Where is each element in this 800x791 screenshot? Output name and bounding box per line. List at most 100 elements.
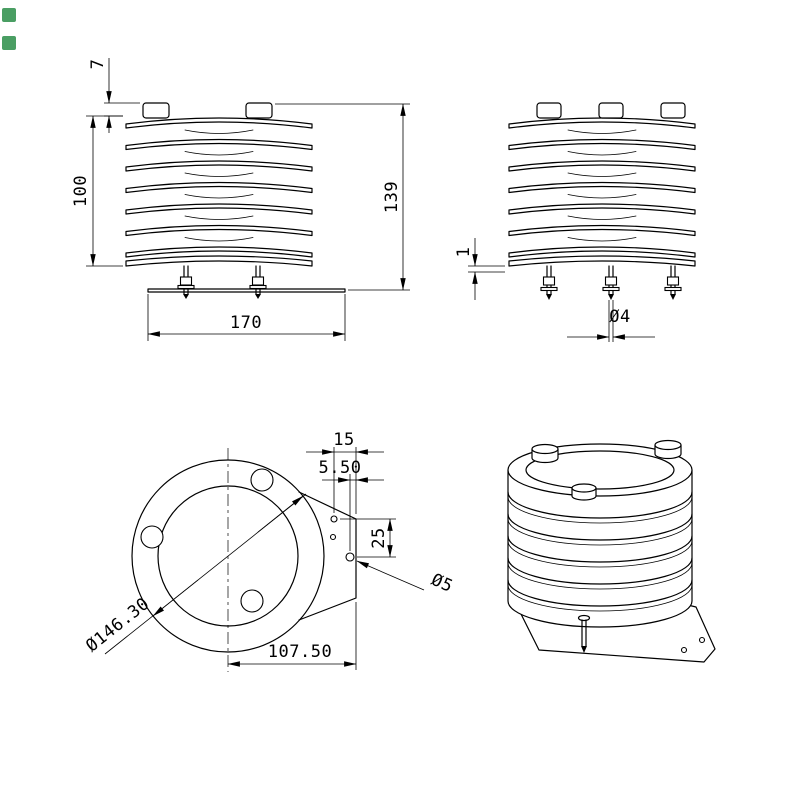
- dim-label-small-hole-diameter: Ø5: [428, 570, 456, 597]
- louver-gap-arc: [184, 194, 254, 199]
- dim-bolt-diameter: Ø4: [567, 300, 655, 342]
- louver-ring-arc: [507, 557, 693, 585]
- louver-gap-arc: [567, 172, 637, 177]
- rod-tip: [546, 294, 552, 300]
- louver-gap-arc: [567, 194, 637, 199]
- plate-hole: [680, 646, 688, 654]
- washer: [664, 286, 682, 292]
- louver-ring-arc: [507, 518, 693, 546]
- bracket-hole: [330, 515, 338, 523]
- plate-hole: [698, 636, 706, 644]
- louver-ring-arc: [507, 496, 693, 524]
- nut: [179, 276, 193, 286]
- nut: [604, 276, 618, 286]
- washer: [249, 284, 267, 290]
- front-view: 7 100 139 170: [71, 58, 410, 341]
- dim-overall-height: 139: [275, 103, 410, 291]
- rod-tip: [255, 294, 261, 299]
- louver-ring-arc: [507, 535, 693, 563]
- corner-markers: [2, 8, 16, 50]
- corner-marker: [2, 8, 16, 22]
- bracket-outline: [298, 491, 357, 621]
- top-cap: [571, 483, 597, 493]
- louver-plate: [508, 160, 696, 172]
- louver-plate: [508, 246, 696, 258]
- louver-ring-arc: [507, 584, 693, 612]
- base-plate-edge: [147, 288, 346, 293]
- dim-hole-spacing: 25: [340, 518, 396, 558]
- dim-base-width: 170: [147, 294, 346, 341]
- washer: [540, 286, 558, 292]
- rod-tip: [608, 294, 614, 300]
- top-caps-front: [142, 102, 273, 119]
- top-cap: [142, 102, 170, 119]
- louver-plate: [508, 117, 696, 129]
- louver-plate: [125, 160, 313, 172]
- louver-stack-side: [508, 117, 696, 267]
- top-caps-side: [536, 102, 686, 119]
- louver-ring-arc: [507, 491, 693, 519]
- louver-ring-arc: [507, 540, 693, 568]
- nut: [251, 276, 265, 286]
- dim-label-hole-spacing: 25: [369, 527, 389, 548]
- dim-small-hole-diameter: Ø5: [356, 560, 456, 597]
- base-ring: [508, 255, 696, 267]
- louver-plate: [125, 181, 313, 194]
- mounting-rod: [249, 265, 267, 299]
- louver-plate: [508, 203, 696, 215]
- louver-gap-arc: [184, 129, 254, 134]
- louver-ring-arc: [507, 513, 693, 541]
- dim-label-tab-offset: 15: [333, 430, 354, 450]
- isometric-view: [507, 439, 716, 663]
- louver-gap-arc: [567, 215, 637, 220]
- louver-plate: [125, 246, 313, 258]
- louver-ring-arc: [507, 579, 693, 607]
- mounting-rod: [177, 265, 195, 299]
- louver-gap-arc: [184, 215, 254, 220]
- iso-top-caps: [531, 439, 682, 501]
- dim-label-bolt-diameter: Ø4: [609, 307, 630, 327]
- iso-bolt: [577, 614, 591, 653]
- mounting-rod: [664, 265, 682, 300]
- dim-label-cap-height: 7: [88, 59, 108, 70]
- inner-rim-ellipse: [525, 450, 675, 490]
- louver-plate: [508, 224, 696, 237]
- louver-stack-front: [125, 117, 313, 267]
- top-cap: [660, 102, 686, 119]
- base-ring: [125, 255, 313, 267]
- dim-cap-height: 7: [88, 58, 140, 133]
- louver-plate: [125, 138, 313, 151]
- dim-label-louver-stack-height: 100: [71, 175, 91, 207]
- mounting-hole: [240, 589, 264, 613]
- louver-plate: [125, 224, 313, 237]
- dim-edge-offset: 5.50: [319, 458, 384, 551]
- bolt-head: [577, 614, 591, 622]
- top-cap: [536, 102, 562, 119]
- dim-louver-stack-height: 100: [71, 115, 123, 267]
- louver-plate: [508, 181, 696, 194]
- louver-plate: [125, 117, 313, 129]
- top-cap: [245, 102, 273, 119]
- louver-plate: [125, 203, 313, 215]
- rod-tip: [670, 294, 676, 300]
- dim-label-washer-thickness: 1: [454, 247, 474, 258]
- louver-gap-arc: [567, 237, 637, 242]
- top-cap: [654, 439, 682, 451]
- dim-label-base-width: 170: [230, 313, 262, 333]
- dim-label-flange-diameter: Ø146.30: [82, 594, 153, 656]
- side-view: 1 Ø4: [454, 102, 696, 342]
- louver-gap-arc: [567, 129, 637, 134]
- dim-label-bracket-reach: 107.50: [268, 642, 332, 662]
- dim-label-overall-height: 139: [382, 181, 402, 213]
- rod-tip: [183, 294, 189, 299]
- nut: [542, 276, 556, 286]
- bottom-view: Ø146.30 15 5.50 25 Ø5: [82, 430, 456, 672]
- bracket-hole: [329, 533, 337, 541]
- louver-gap-arc: [567, 151, 637, 156]
- louver-ring-arc: [507, 562, 693, 590]
- mounting-rod: [602, 265, 620, 300]
- louver-plate: [508, 138, 696, 151]
- shield-silhouette: [507, 469, 693, 628]
